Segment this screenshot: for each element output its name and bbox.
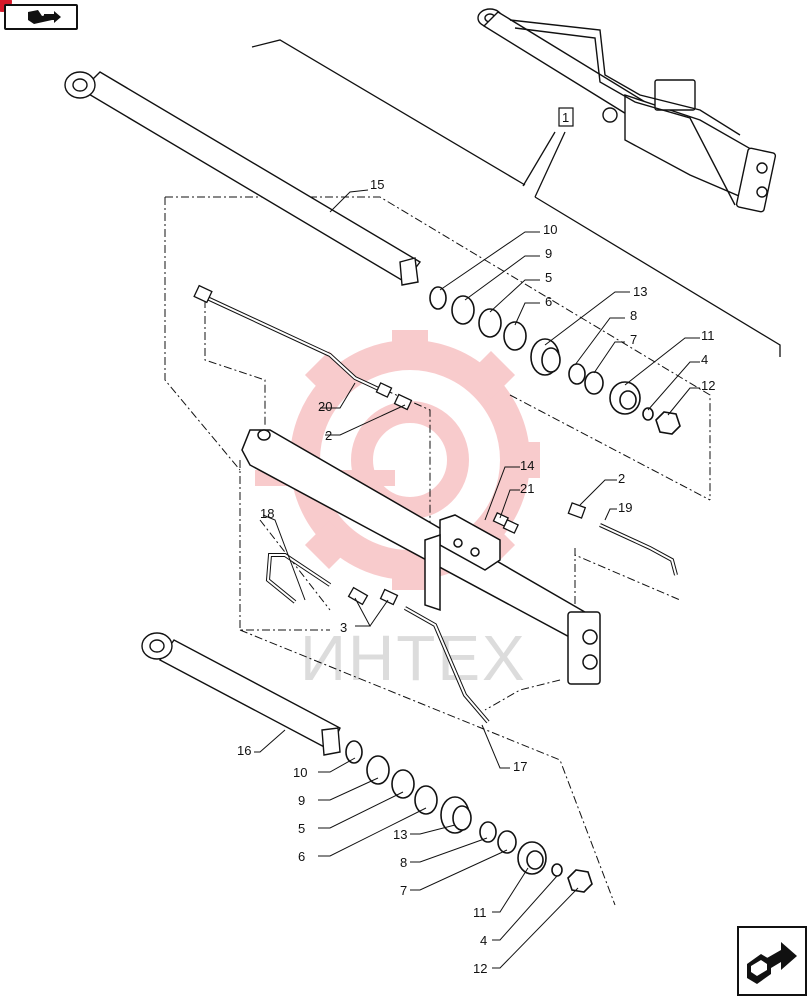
callout-label: 12	[473, 961, 487, 976]
callout-label: 21	[520, 481, 534, 496]
callout-label: 9	[545, 246, 552, 261]
callout-label: 7	[400, 883, 407, 898]
callout-label: 7	[630, 332, 637, 347]
hydraulic-line-19	[599, 523, 678, 576]
callout-label: 2	[325, 428, 332, 443]
assembly-frame-lines	[251, 39, 781, 357]
callout-label: 18	[260, 506, 274, 521]
callout-label: 10	[293, 765, 307, 780]
callout-label: 4	[480, 933, 487, 948]
callout-label: 19	[618, 500, 632, 515]
next-page-arrow-icon	[747, 942, 797, 984]
book-arrow-icon	[6, 6, 76, 28]
callout-label: 6	[545, 294, 552, 309]
callout-label: 9	[298, 793, 305, 808]
leader-lines	[254, 189, 700, 969]
callout-label: 4	[701, 352, 708, 367]
next-page-button[interactable]	[737, 926, 807, 996]
callout-box-1: 1	[558, 107, 574, 127]
rod-15	[64, 71, 422, 286]
watermark-text: ИНТЕХ	[300, 622, 527, 694]
hydraulic-line-20	[204, 295, 386, 394]
callout-label: 1	[562, 110, 569, 125]
assembled-cylinder-thumbnail	[477, 8, 777, 213]
callout-labels: 15 10 9 5 6 13 8 7 11 4 12 20 2 14 21 2 …	[237, 177, 715, 976]
callout-label: 13	[633, 284, 647, 299]
callout-label: 11	[701, 328, 715, 343]
callout-label: 3	[340, 620, 347, 635]
callout-label: 17	[513, 759, 527, 774]
seal-set-upper	[429, 286, 681, 435]
callout-label: 8	[400, 855, 407, 870]
callout-label: 16	[237, 743, 251, 758]
callout-label: 10	[543, 222, 557, 237]
previous-page-button[interactable]	[4, 4, 78, 30]
cylinder-barrel	[241, 429, 601, 685]
callout-label: 5	[298, 821, 305, 836]
callout-label: 13	[393, 827, 407, 842]
callout-label: 14	[520, 458, 534, 473]
callout-label: 12	[701, 378, 715, 393]
callout-label: 20	[318, 399, 332, 414]
callout-label: 2	[618, 471, 625, 486]
callout-label: 8	[630, 308, 637, 323]
callout-label: 6	[298, 849, 305, 864]
seal-set-lower	[345, 740, 593, 893]
callout-label: 15	[370, 177, 384, 192]
callout-label: 5	[545, 270, 552, 285]
rod-16	[141, 632, 341, 756]
callout-label: 11	[473, 905, 487, 920]
